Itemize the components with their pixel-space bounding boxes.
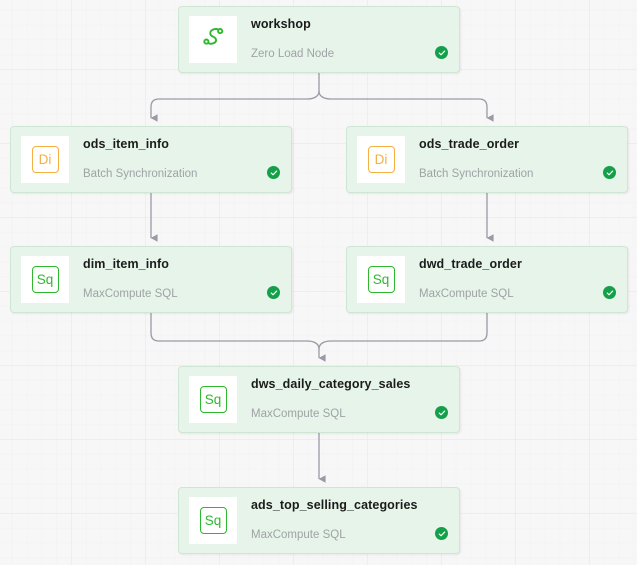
check-icon bbox=[438, 49, 445, 55]
node-icon-container: Di bbox=[21, 136, 69, 183]
edge-workshop-to-ods-trade-order bbox=[318, 90, 494, 122]
check-icon bbox=[270, 169, 277, 175]
node-workshop[interactable]: workshop Zero Load Node bbox=[178, 6, 460, 73]
data-integration-icon: Di bbox=[367, 146, 395, 173]
node-dws-daily-category-sales[interactable]: Sq dws_daily_category_sales MaxCompute S… bbox=[178, 366, 460, 433]
status-badge[interactable] bbox=[435, 46, 448, 59]
node-body: ods_item_info Batch Synchronization bbox=[69, 127, 291, 192]
node-ods-trade-order[interactable]: Di ods_trade_order Batch Synchronization bbox=[346, 126, 628, 193]
node-title: ods_item_info bbox=[83, 137, 170, 151]
node-dwd-trade-order[interactable]: Sq dwd_trade_order MaxCompute SQL bbox=[346, 246, 628, 313]
node-ads-top-selling-categories[interactable]: Sq ads_top_selling_categories MaxCompute… bbox=[178, 487, 460, 554]
node-subtitle: Zero Load Node bbox=[251, 47, 335, 60]
node-icon-container: Sq bbox=[357, 256, 405, 303]
node-title: dim_item_info bbox=[83, 257, 170, 271]
node-icon-container: Sq bbox=[21, 256, 69, 303]
status-badge[interactable] bbox=[435, 406, 448, 419]
node-body: dim_item_info MaxCompute SQL bbox=[69, 247, 291, 312]
node-title: dws_daily_category_sales bbox=[251, 377, 411, 391]
node-body: dws_daily_category_sales MaxCompute SQL bbox=[237, 367, 459, 432]
status-badge[interactable] bbox=[435, 527, 448, 540]
node-body: dwd_trade_order MaxCompute SQL bbox=[405, 247, 627, 312]
edge-dwd-trade-order-to-dws bbox=[318, 313, 488, 350]
check-icon bbox=[270, 289, 277, 295]
node-body: workshop Zero Load Node bbox=[237, 7, 459, 72]
sql-icon: Sq bbox=[199, 386, 227, 413]
node-ods-item-info[interactable]: Di ods_item_info Batch Synchronization bbox=[10, 126, 292, 193]
node-body: ods_trade_order Batch Synchronization bbox=[405, 127, 627, 192]
check-icon bbox=[606, 169, 613, 175]
node-icon-container: Sq bbox=[189, 376, 237, 423]
data-integration-icon: Di bbox=[31, 146, 59, 173]
node-icon-container bbox=[189, 16, 237, 63]
sql-icon: Sq bbox=[31, 266, 59, 293]
node-subtitle: MaxCompute SQL bbox=[419, 287, 514, 300]
node-icon-container: Sq bbox=[189, 497, 237, 544]
node-title: workshop bbox=[251, 17, 311, 31]
zero-load-node-icon bbox=[199, 23, 227, 56]
check-icon bbox=[438, 530, 445, 536]
node-title: ads_top_selling_categories bbox=[251, 498, 418, 512]
node-body: ads_top_selling_categories MaxCompute SQ… bbox=[237, 488, 459, 553]
node-subtitle: MaxCompute SQL bbox=[251, 528, 346, 541]
check-icon bbox=[606, 289, 613, 295]
node-subtitle: Batch Synchronization bbox=[83, 167, 198, 180]
check-icon bbox=[438, 409, 445, 415]
node-subtitle: MaxCompute SQL bbox=[251, 407, 346, 420]
sql-icon: Sq bbox=[199, 507, 227, 534]
sql-icon: Sq bbox=[367, 266, 395, 293]
node-title: ods_trade_order bbox=[419, 137, 520, 151]
edge-workshop-to-ods-item-info bbox=[150, 90, 320, 122]
status-badge[interactable] bbox=[603, 286, 616, 299]
edge-dim-item-info-to-dws bbox=[150, 313, 326, 362]
status-badge[interactable] bbox=[267, 286, 280, 299]
node-title: dwd_trade_order bbox=[419, 257, 522, 271]
node-subtitle: Batch Synchronization bbox=[419, 167, 534, 180]
node-dim-item-info[interactable]: Sq dim_item_info MaxCompute SQL bbox=[10, 246, 292, 313]
status-badge[interactable] bbox=[603, 166, 616, 179]
status-badge[interactable] bbox=[267, 166, 280, 179]
node-subtitle: MaxCompute SQL bbox=[83, 287, 178, 300]
node-icon-container: Di bbox=[357, 136, 405, 183]
